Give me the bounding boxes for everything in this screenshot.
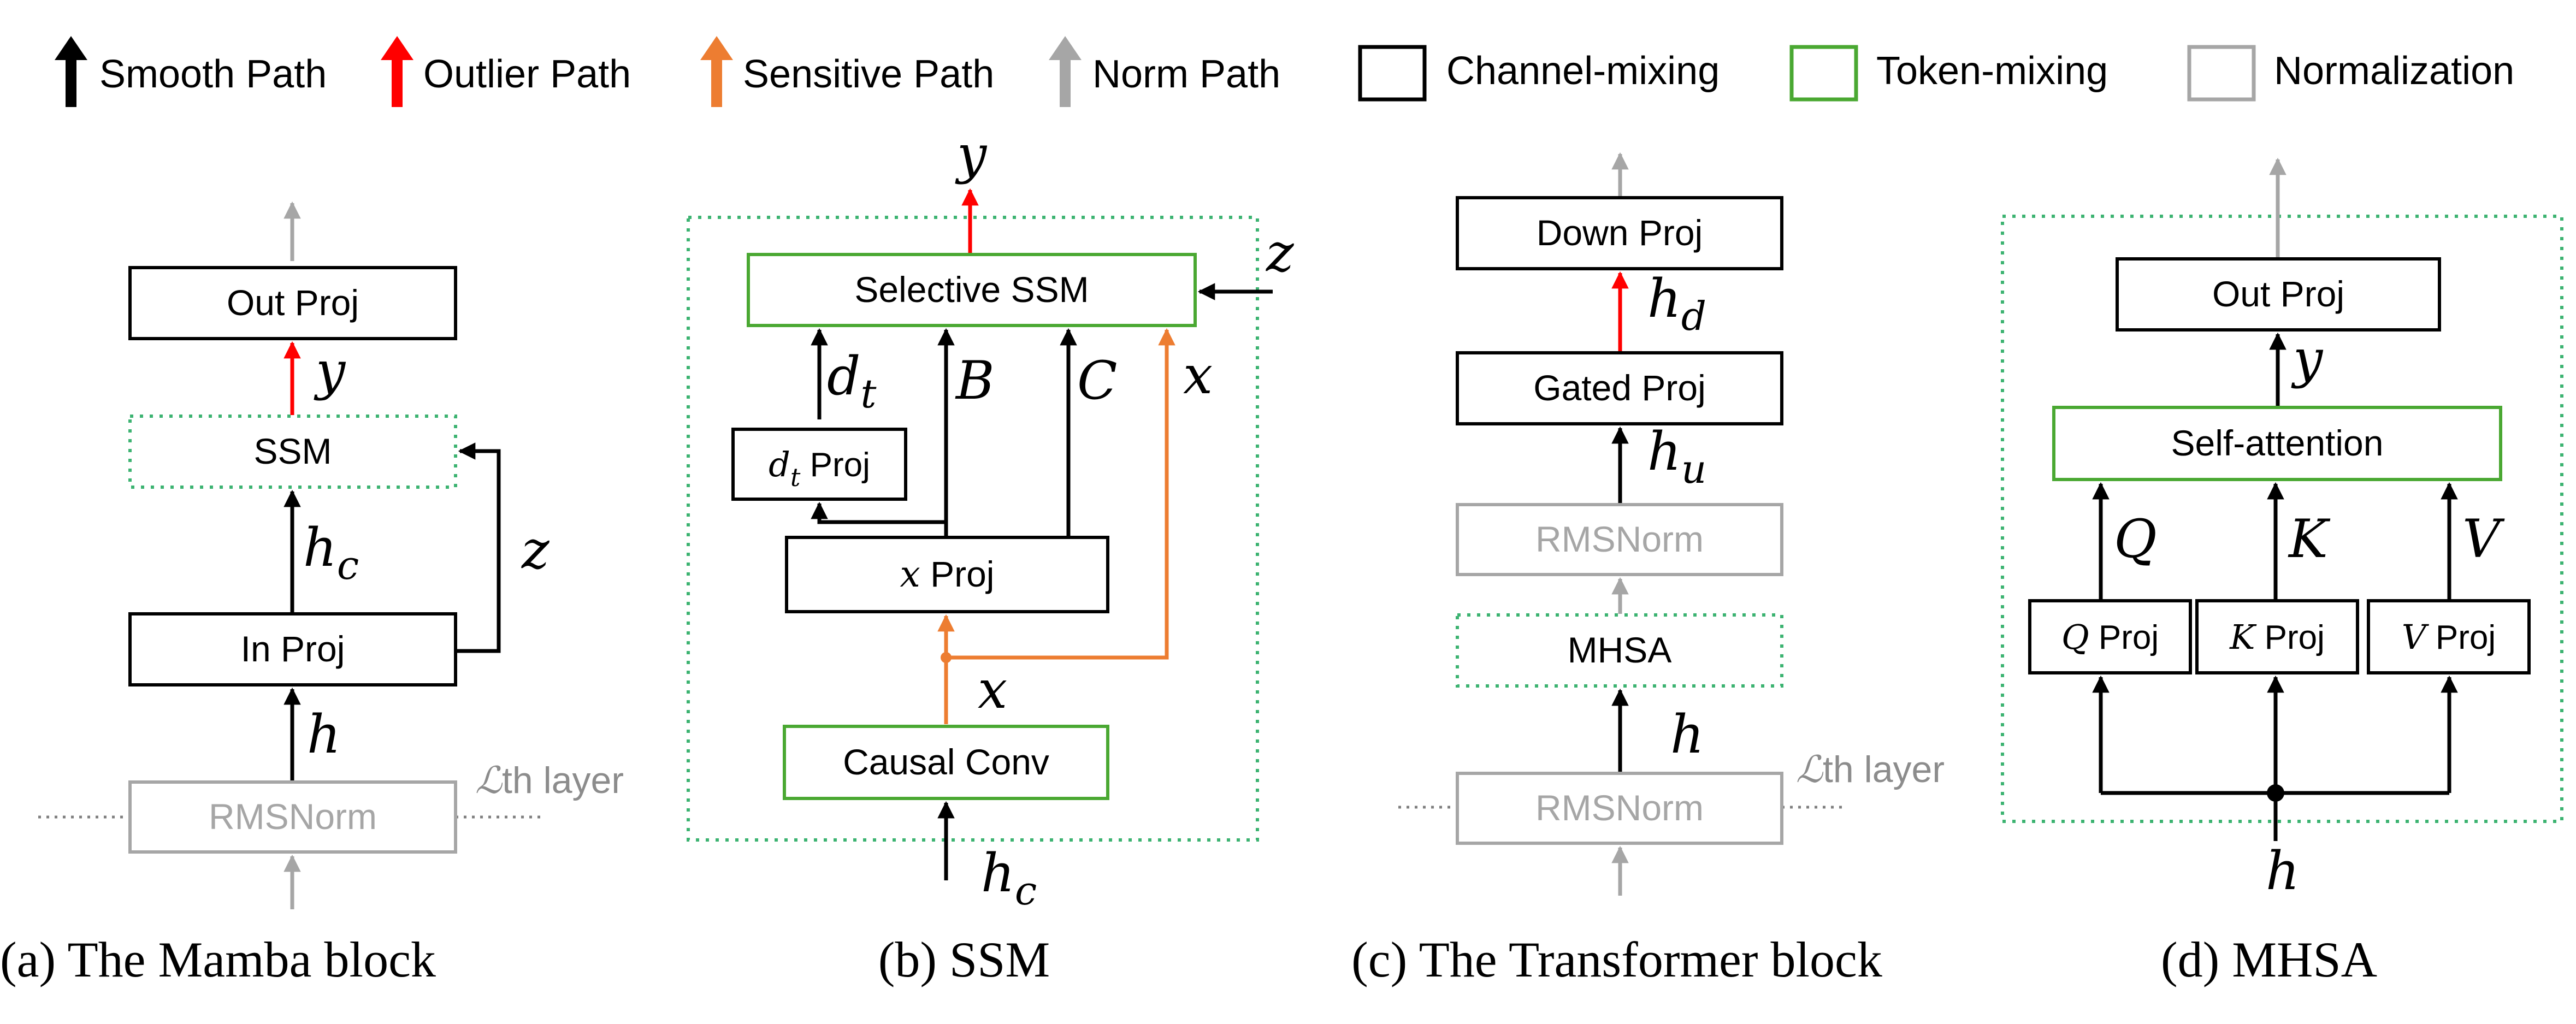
tf-rmsnorm-bottom-label: RMSNorm [1535,788,1704,828]
tf-hu-label: hu [1647,421,1706,492]
mamba-h-label: h [307,704,341,765]
legend-outlier-path: Outlier Path [381,36,631,107]
tf-gated-proj-label: Gated Proj [1533,368,1706,408]
k-proj-label: K Proj [2229,617,2325,657]
mhsa-h-label: h [2266,840,2300,902]
legend-smooth-label: Smooth Path [99,52,327,96]
selective-ssm-label: Selective SSM [854,269,1089,310]
legend-outlier-label: Outlier Path [423,52,631,96]
legend-sensitive-label: Sensitive Path [743,52,994,96]
tf-rmsnorm-top-label: RMSNorm [1535,519,1704,559]
x-proj-box [785,536,1109,613]
mamba-ssm-box [128,415,457,489]
normalization-swatch [2187,45,2256,102]
ssm-x-mid-label: x [978,659,1007,720]
mhsa-out-proj-label: Out Proj [2212,274,2344,314]
smooth-arrow-icon [55,36,87,107]
outlier-arrow-icon [381,36,413,107]
k-proj-box [2195,599,2359,674]
sensitive-arrow-icon [700,36,733,107]
ssm-x-right-path [946,328,1175,660]
mhsa-V-label: V [2462,508,2505,570]
self-attention-box [2052,406,2502,481]
ssm-dt-label: dt [827,346,877,417]
mhsa-dotted-frame [2001,215,2563,823]
ssm-dotted-frame [687,216,1259,842]
causal-conv-box [783,725,1109,800]
tf-h-label: h [1670,704,1704,765]
q-proj-label: Q Proj [2061,617,2159,657]
tf-rmsnorm-bottom-box [1456,772,1783,845]
panel-d-mhsa: Out Proj y Self-attention Q K V Q Proj K… [2001,157,2563,987]
mamba-hc-label: hc [303,517,359,588]
tf-mhsa-label: MHSA [1568,630,1672,670]
v-proj-label: V Proj [2402,617,2496,657]
panel-d-caption: (d) MHSA [2161,932,2377,987]
dt-proj-label: dt Proj [769,445,870,492]
panel-c-caption: (c) The Transformer block [1351,932,1882,987]
legend-sensitive-path: Sensitive Path [700,36,994,107]
ssm-y-label: y [955,124,988,185]
legend-normalization-label: Normalization [2274,49,2514,93]
legend-token-mixing: Token-mixing [1789,45,2108,102]
legend-token-label: Token-mixing [1876,49,2108,93]
mamba-in-proj-box [128,612,457,686]
panel-b-caption: (b) SSM [878,932,1050,987]
legend: Smooth Path Outlier Path Sensitive Path … [55,36,2514,107]
x-proj-label: x Proj [900,553,995,595]
mhsa-K-label: K [2288,508,2331,570]
mamba-out-proj-box [128,266,457,340]
q-proj-box [2028,599,2192,674]
mamba-z-path [456,442,501,653]
dt-proj-box [731,428,907,501]
legend-norm-label: Norm Path [1092,52,1280,96]
panel-b-ssm: y Selective SSM z dt dt Proj B C x Proj … [687,124,1295,987]
selective-ssm-box [747,253,1197,327]
mamba-ssm-label: SSM [253,431,332,471]
legend-normalization: Normalization [2187,45,2514,102]
mamba-in-proj-label: In Proj [241,629,345,669]
mhsa-h-junction [2267,784,2284,802]
ssm-xproj-to-dt [811,501,948,537]
panel-a-mamba-block: Out Proj y SSM hc z In Proj h ℒth layer … [0,201,624,987]
mamba-rmsnorm-box [128,780,457,854]
ssm-x-right-label: x [1183,345,1213,406]
tf-down-proj-box [1456,196,1783,270]
ssm-hc-label: hc [981,843,1037,914]
norm-arrow-icon [1049,36,1082,107]
panel-a-caption: (a) The Mamba block [0,932,436,987]
legend-smooth-path: Smooth Path [55,36,327,107]
mamba-rmsnorm-label: RMSNorm [209,796,377,837]
panel-c-transformer-block: Down Proj hd Gated Proj hu RMSNorm MHSA … [1351,152,1945,987]
legend-channel-mixing: Channel-mixing [1358,45,1720,102]
tf-down-proj-label: Down Proj [1537,212,1703,253]
legend-norm-path: Norm Path [1049,36,1280,107]
mhsa-out-proj-box [2116,257,2441,332]
ssm-C-label: C [1077,350,1117,411]
channel-mixing-swatch [1358,45,1427,102]
mhsa-Q-label: Q [2114,508,2157,570]
mamba-out-proj-label: Out Proj [227,282,359,323]
tf-hd-label: hd [1647,268,1706,339]
v-proj-box [2367,599,2531,674]
tf-rmsnorm-top-box [1456,503,1783,576]
ssm-x-junction [941,652,952,663]
mamba-layer-label: ℒth layer [475,760,624,801]
tf-gated-proj-box [1456,351,1783,425]
ssm-z-label: z [1266,222,1295,283]
causal-conv-label: Causal Conv [843,742,1049,782]
self-attention-label: Self-attention [2171,423,2384,463]
mhsa-y-label: y [2291,328,2324,389]
tf-layer-label: ℒth layer [1796,749,1945,790]
legend-channel-label: Channel-mixing [1446,49,1720,93]
tf-mhsa-box [1456,613,1783,688]
ssm-B-label: B [955,350,995,411]
token-mixing-swatch [1789,45,1858,102]
mamba-y-label: y [314,340,346,401]
mamba-z-label: z [521,519,550,581]
